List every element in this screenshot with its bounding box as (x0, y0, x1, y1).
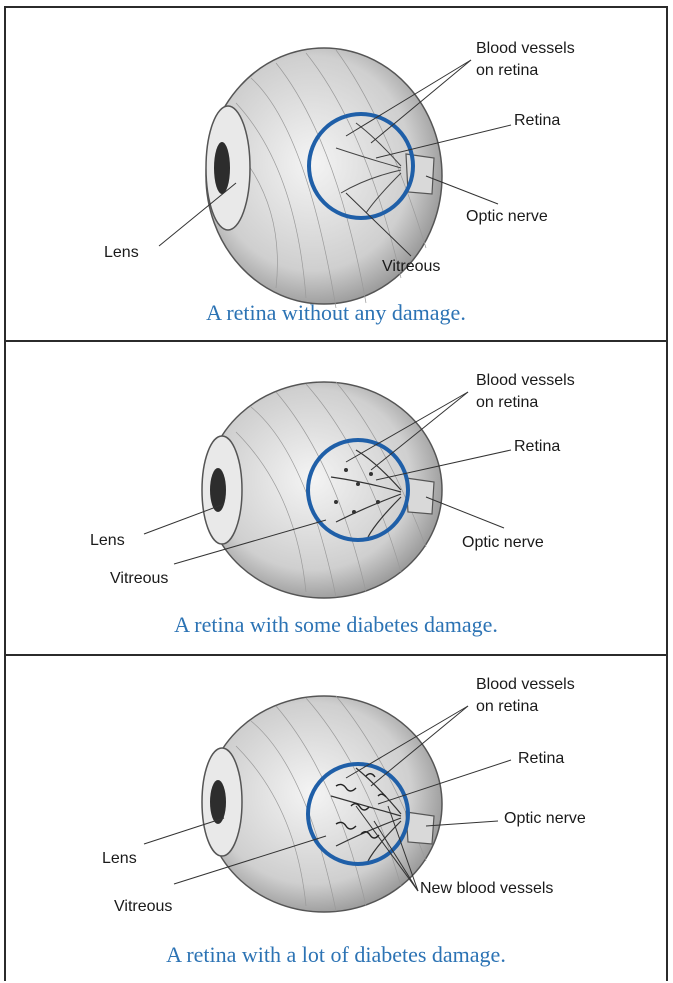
label-lens: Lens (102, 848, 137, 870)
lens (214, 142, 230, 194)
panel-caption: A retina without any damage. (6, 300, 666, 326)
diagram-panel-some-damage: Blood vesselson retina Retina Optic nerv… (4, 340, 668, 656)
diagram-panel-heavy-damage: Blood vesselson retina Retina Optic nerv… (4, 654, 668, 981)
label-retina: Retina (514, 110, 560, 132)
label-retina: Retina (518, 748, 564, 770)
label-blood-vessels: Blood vesselson retina (476, 370, 575, 414)
label-vitreous: Vitreous (114, 896, 172, 918)
optic-nerve (406, 478, 434, 514)
label-lens: Lens (104, 242, 139, 264)
label-blood-vessels: Blood vesselson retina (476, 674, 575, 718)
diagram-panel-no-damage: Blood vesselson retina Retina Optic nerv… (4, 6, 668, 342)
panel-caption: A retina with some diabetes damage. (6, 612, 666, 638)
label-optic-nerve: Optic nerve (504, 808, 586, 830)
lens (210, 468, 226, 512)
label-lens: Lens (90, 530, 125, 552)
panel-caption: A retina with a lot of diabetes damage. (6, 942, 666, 968)
optic-nerve (406, 812, 434, 844)
label-vitreous: Vitreous (382, 256, 440, 278)
label-retina: Retina (514, 436, 560, 458)
label-vitreous: Vitreous (110, 568, 168, 590)
label-blood-vessels: Blood vesselson retina (476, 38, 575, 82)
lens (210, 780, 226, 824)
label-optic-nerve: Optic nerve (462, 532, 544, 554)
label-optic-nerve: Optic nerve (466, 206, 548, 228)
label-new-blood-vessels: New blood vessels (420, 878, 553, 900)
